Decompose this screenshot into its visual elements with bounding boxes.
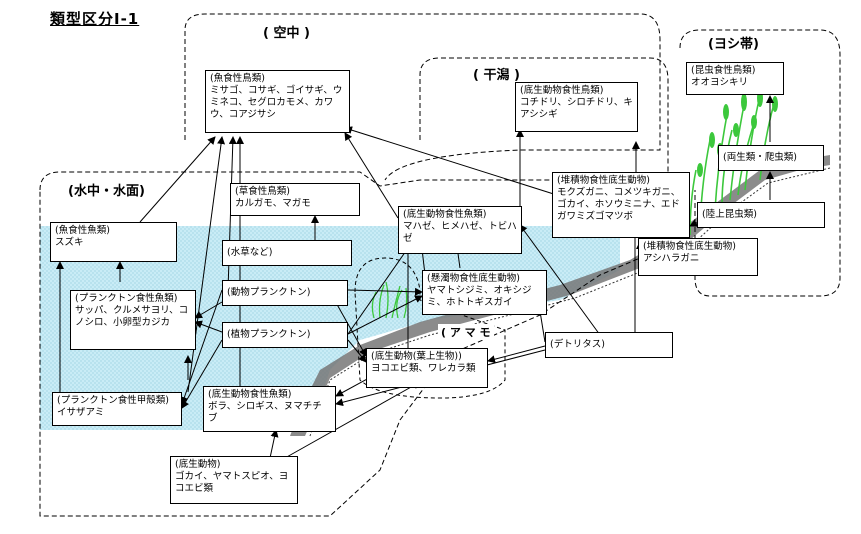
reed-zone-outline [679,29,841,297]
box-heading: (底生動物食性魚類) [208,389,292,400]
box-heading: (動物プランクトン) [227,287,311,298]
box-heading: (魚食性鳥類) [210,73,265,84]
box-herbivorous-birds: (草食性鳥類) カルガモ、マガモ [230,183,360,216]
box-epiphytic-benthos: (底生動物(葉上生物)) ヨコエビ類、ワレカラ類 [366,348,488,388]
box-suspension-feeding-benthos: (懸濁物食性底生動物) ヤマトシジミ、オキシジミ、ホトトギスガイ [422,270,547,315]
box-fish-eating-birds: (魚食性鳥類) ミサゴ、コサギ、ゴイサギ、ウミネコ、セグロカモメ、カワウ、コアジ… [205,70,350,133]
box-body: モクズガニ、コメツキガニ、ゴカイ、ホソウミニナ、エドガワミズゴマツボ [557,187,681,222]
box-heading: (底生動物食性魚類) [403,209,487,220]
box-benthos-eating-fish: (底生動物食性魚類) マハゼ、ヒメハゼ、トビハゼ [398,206,522,254]
box-heading: (底生動物) [175,459,221,470]
box-body: ミサゴ、コサギ、ゴイサギ、ウミネコ、セグロカモメ、カワウ、コアジサシ [210,85,343,120]
box-body: マハゼ、ヒメハゼ、トビハゼ [403,221,517,244]
box-heading: (植物プランクトン) [227,329,311,340]
box-detritus: (デトリタス) [545,332,673,358]
box-deposit-feeding-benthos-2: (堆積物食性底生動物) アシハラガニ [638,238,758,276]
box-heading: (デトリタス) [550,339,605,350]
box-heading: (陸上昆虫類) [702,209,757,220]
box-deposit-feeding-benthos: (堆積物食性底生動物) モクズガニ、コメツキガニ、ゴカイ、ホソウミニナ、エドガワ… [552,172,690,238]
box-heading: (水草など) [227,247,273,258]
tidal-flat-outline [419,57,669,201]
box-body: サッパ、クルメサヨリ、コノシロ、小卵型カジカ [75,305,189,328]
box-heading: (草食性鳥類) [235,186,290,197]
box-body: ボラ、シロギス、ヌマチチブ [208,401,322,424]
box-amphibians-reptiles: (両生類・爬虫類) [718,145,824,171]
box-body: ゴカイ、ヤマトスピオ、ヨコエビ類 [175,471,289,494]
air-zone-outline [184,13,661,181]
box-body: アシハラガニ [643,253,700,264]
box-plankton-eating-fish: (プランクトン食性魚類) サッパ、クルメサヨリ、コノシロ、小卵型カジカ [70,290,196,350]
box-heading: (プランクトン食性甲殻類) [57,395,169,406]
box-zooplankton: (動物プランクトン) [222,280,348,306]
box-body: オオヨシキリ [691,77,749,88]
box-heading: (懸濁物食性底生動物) [427,273,520,284]
box-heading: (プランクトン食性魚類) [75,293,178,304]
box-heading: (堆積物食性底生動物) [557,175,650,186]
box-benthos-eating-birds: (底生動物食性鳥類) コチドリ、シロチドリ、キアシシギ [515,82,638,132]
eelgrass-outline [354,257,506,399]
box-benthos: (底生動物) ゴカイ、ヤマトスピオ、ヨコエビ類 [170,456,298,504]
box-heading: (両生類・爬虫類) [723,152,797,163]
box-heading: (昆虫食性鳥類) [691,65,756,76]
box-body: スズキ [55,237,84,248]
box-insect-eating-birds: (昆虫食性鳥類) オオヨシキリ [686,62,784,95]
box-body: ヤマトシジミ、オキシジミ、ホトトギスガイ [427,285,532,308]
box-heading: (魚食性魚類) [55,225,110,236]
box-phytoplankton: (植物プランクトン) [222,322,348,348]
zone-label-eelgrass: ( ア マ モ [438,324,494,340]
box-plankton-eating-crustaceans: (プランクトン食性甲殻類) イサザアミ [52,392,182,426]
underwater-zone-outline [39,171,641,517]
box-land-insects: (陸上昆虫類) [697,202,825,228]
box-benthos-eating-fish-2: (底生動物食性魚類) ボラ、シロギス、ヌマチチブ [203,386,336,432]
zone-label-underwater: (水中・水面) [65,180,148,199]
box-aquatic-plants: (水草など) [222,240,352,266]
zone-label-tidal-flat: ( 干潟 ) [470,64,523,83]
box-body: カルガモ、マガモ [235,198,311,209]
diagram-title: 類型区分Ⅰ-1 [50,10,140,28]
zone-label-air: ( 空中 ) [260,22,313,41]
box-heading: (底生動物(葉上生物)) [371,351,462,362]
box-heading: (堆積物食性底生動物) [643,241,736,252]
box-body: コチドリ、シロチドリ、キアシシギ [520,97,633,120]
zone-label-reed: (ヨシ帯) [705,33,762,52]
box-fish-eating-fish: (魚食性魚類) スズキ [50,222,177,262]
box-body: イサザアミ [57,407,105,418]
box-heading: (底生動物食性鳥類) [520,85,604,96]
box-body: ヨコエビ類、ワレカラ類 [371,363,476,374]
